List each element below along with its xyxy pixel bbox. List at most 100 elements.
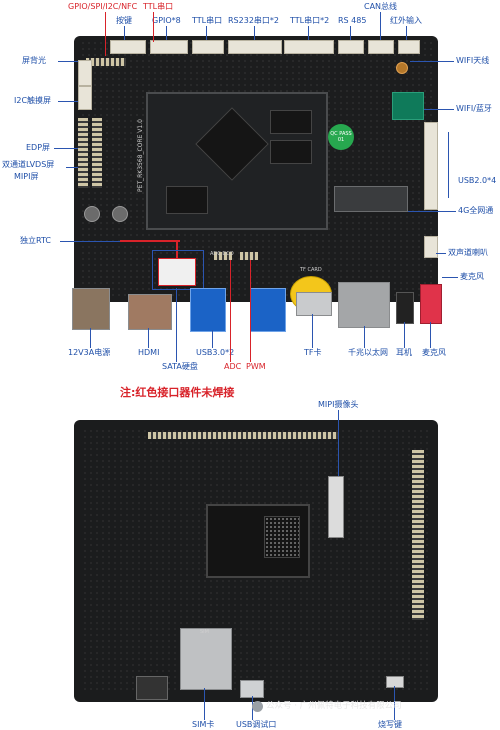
usb2-connectors [424,122,438,210]
label-ttl-top: TTL串口 [143,2,174,11]
leader-wifi-antenna [410,61,454,62]
label-mic-right: 麦克风 [460,272,484,281]
leader-usb2 [448,132,449,198]
tf-card-silk: TF CARD [300,256,322,275]
leader-usb3 [212,330,213,348]
label-wifi-antenna: WIFI天线 [456,56,490,65]
can-connector [368,40,394,54]
label-adc: ADC [224,362,242,371]
label-rtc: 独立RTC [20,236,51,245]
hdmi-port [128,294,172,330]
tf-card-slot [296,292,332,316]
tf-card-silk-text: TF CARD [300,267,322,273]
speaker-connector [424,236,438,258]
mipi-camera-connector [328,476,344,538]
memory-chip-1 [270,110,312,134]
key-connector [110,40,146,54]
ethernet-port [338,282,390,328]
sata-highlight [152,250,204,290]
leader-mic-right [442,277,458,278]
leader-4g [408,211,456,212]
ttl1-connector [192,40,224,54]
leader-backlight [58,61,78,62]
label-ir: 红外输入 [390,16,422,25]
ir-connector [398,40,420,54]
usb3-port-1 [190,288,226,332]
label-pwm: PWM [246,362,266,371]
leader-sata [176,288,177,362]
core-module-silk: PET_RK3568_CORE V1.0 [137,102,168,212]
bottom-bga-grid [264,516,300,558]
lvds-header [92,118,102,188]
label-ttl2: TTL串口*2 [290,16,330,25]
watermark-text: 公众号 · 广州佩特电子科技有限公司 [266,701,402,711]
label-sata: SATA硬盘 [162,362,198,371]
label-mipi-camera: MIPI摄像头 [318,400,359,409]
label-speaker: 双声道喇叭 [448,248,488,257]
label-burn-key: 烧写键 [378,720,402,729]
label-earphone: 耳机 [396,348,412,357]
label-i2c-touch: I2C触摸屏 [14,96,52,105]
i2c-touch-connector [78,86,92,110]
leader-hdmi [148,328,149,348]
leader-mic-bottom [430,322,431,348]
label-key: 按键 [116,16,132,25]
bottom-header-right [412,450,424,620]
wifi-antenna-connector [396,62,408,74]
leader-i2c-touch [58,101,78,102]
edp-header [78,118,88,188]
sim-card-slot [180,628,232,690]
label-backlight: 屏背光 [22,56,46,65]
wifi-bt-module [392,92,424,120]
leader-speaker [436,253,446,254]
leader-gpio8 [166,26,167,40]
label-mic-bottom: 麦克风 [422,348,446,357]
usb3-port-2 [250,288,286,332]
adc-silk-text: ADC DCO [210,251,234,257]
leader-edp [54,148,78,149]
sata-connector [158,258,196,286]
label-lvds: 双通道LVDS屏 [2,160,55,169]
label-can: CAN总线 [364,2,398,11]
capacitor-2 [112,206,128,222]
sim-silk-text: SIM [200,629,209,635]
leader-adc [230,260,231,362]
note-unsoldered: 注:红色接口器件未焊接 [120,386,235,399]
leader-ttl2 [308,26,309,40]
qc-pass-text: QC PASS 01 [330,131,352,143]
earphone-jack [396,292,414,324]
burn-key-button [386,676,404,688]
label-hdmi: HDMI [138,348,160,357]
label-gpio8: GPIO*8 [152,16,181,25]
leader-key [124,26,125,40]
sim-silk: SIM [200,618,209,637]
label-power: 12V3A电源 [68,348,111,357]
qc-pass-sticker: QC PASS 01 [328,124,354,150]
label-rs232: RS232串口*2 [228,16,279,25]
core-module-silk-text: PET_RK3568_CORE V1.0 [136,119,144,192]
wechat-icon [252,701,263,712]
leader-burn-key [394,686,395,720]
label-ttl1: TTL串口 [192,16,223,25]
watermark: 公众号 · 广州佩特电子科技有限公司 [252,700,496,714]
mic-jack [420,284,442,324]
pwm-header [240,252,258,260]
label-usb3: USB3.0*2 [196,348,235,357]
bottom-header-top [148,432,338,439]
bottom-left-jack [136,676,168,700]
leader-earphone [404,322,405,348]
leader-ttl1 [206,26,207,40]
label-ethernet: 千兆以太网 [348,348,388,357]
memory-chip-2 [270,140,312,164]
backlight-connector [78,60,92,86]
leader-pwm [250,260,251,362]
adc-header [214,252,232,260]
label-usb-debug: USB调试口 [236,720,277,729]
label-tf: TF卡 [304,348,322,357]
capacitor-1 [84,206,100,222]
label-wifi-bt: WIFI/蓝牙 [456,104,492,113]
rs232-connector [228,40,282,54]
gpio8-connector [150,40,188,54]
label-edp: EDP屏 [26,143,51,152]
leader-ttl-top [153,12,154,42]
